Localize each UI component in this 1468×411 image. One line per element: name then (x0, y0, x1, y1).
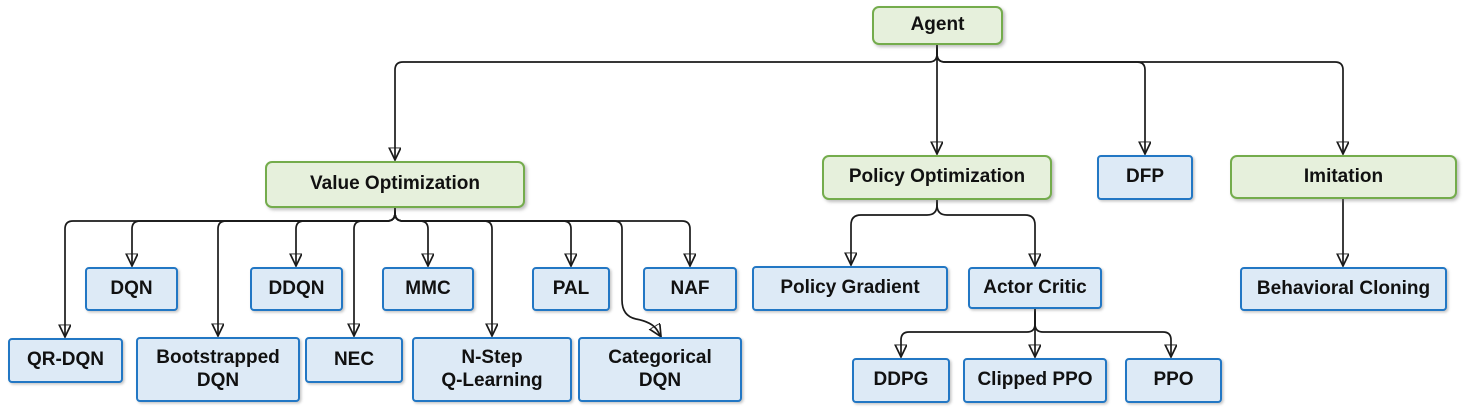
edge-policy-optimization-policy-gradient (851, 200, 938, 263)
node-actor-critic: Actor Critic (968, 267, 1102, 309)
edge-value-optimization-mmc (394, 208, 428, 264)
node-agent: Agent (872, 6, 1003, 45)
node-clipped-ppo: Clipped PPO (963, 358, 1107, 403)
edge-actor-critic-ddpg (901, 309, 1036, 355)
node-qr-dqn: QR-DQN (8, 338, 123, 383)
edge-value-optimization-pal (394, 208, 571, 264)
edge-value-optimization-ddqn (296, 208, 396, 264)
edge-value-optimization-naf (394, 208, 690, 264)
edge-agent-dfp (936, 45, 1145, 152)
node-dqn: DQN (85, 267, 178, 311)
edge-agent-value-optimization (395, 45, 938, 158)
node-bootstrapped-dqn: Bootstrapped DQN (136, 337, 300, 402)
node-policy-gradient: Policy Gradient (752, 266, 948, 311)
node-ppo: PPO (1125, 358, 1222, 403)
node-n-step-q-learning: N-Step Q-Learning (412, 337, 572, 402)
node-naf: NAF (643, 267, 737, 311)
node-ddqn: DDQN (250, 267, 343, 311)
node-categorical-dqn: Categorical DQN (578, 337, 742, 402)
node-dfp: DFP (1097, 155, 1193, 200)
node-imitation: Imitation (1230, 155, 1457, 199)
node-policy-optimization: Policy Optimization (822, 155, 1052, 200)
node-ddpg: DDPG (852, 358, 950, 403)
node-mmc: MMC (382, 267, 474, 311)
edge-actor-critic-ppo (1034, 309, 1171, 355)
node-behavioral-cloning: Behavioral Cloning (1240, 267, 1447, 311)
node-value-optimization: Value Optimization (265, 161, 525, 208)
edge-agent-imitation (936, 45, 1343, 152)
edge-value-optimization-dqn (132, 208, 396, 264)
node-nec: NEC (305, 337, 403, 383)
node-pal: PAL (532, 267, 610, 311)
edge-policy-optimization-actor-critic (936, 200, 1035, 264)
